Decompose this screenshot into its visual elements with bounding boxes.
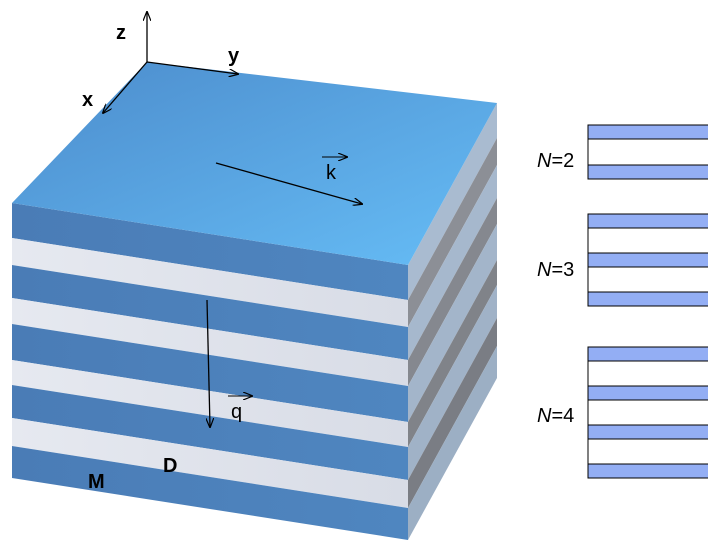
q-vector: q — [207, 299, 252, 427]
stack-metal-strip — [587, 291, 708, 307]
stack-metal-strip — [587, 164, 708, 180]
metal-layer-4 — [12, 385, 408, 480]
x-axis-arrow — [103, 61, 148, 113]
stack-metal-strip — [587, 385, 708, 401]
z-axis-label: z — [116, 22, 126, 44]
stack-label-n3: N=3 — [537, 259, 574, 281]
stack-metal-strip — [587, 346, 708, 362]
dielectric-layer-4 — [12, 418, 408, 508]
dielectric-layer-2 — [12, 298, 408, 386]
stack-metal-strip — [587, 252, 708, 268]
metal-label: M — [88, 471, 105, 493]
dielectric-label: D — [163, 455, 177, 477]
k-label: k — [326, 162, 337, 184]
coordinate-axes: z y x — [82, 12, 240, 113]
y-axis-label: y — [228, 45, 240, 67]
k-vector: k — [215, 157, 362, 204]
y-axis-arrow — [146, 61, 238, 74]
q-label: q — [231, 401, 242, 423]
metal-layer-1 — [12, 203, 408, 300]
q-arrow — [207, 299, 210, 427]
stack-label-n2: N=2 — [537, 150, 574, 172]
stack-n3: N=3 — [537, 213, 708, 307]
metal-layer-2 — [12, 265, 408, 360]
dielectric-layer-1 — [12, 238, 408, 327]
stack-n2: N=2 — [537, 124, 708, 180]
stack-metal-strip — [587, 124, 708, 140]
metal-layer-3 — [12, 324, 408, 422]
metal-layer-5 — [12, 446, 408, 540]
stack-label-n4: N=4 — [537, 405, 574, 427]
k-arrow — [215, 162, 362, 204]
stack-metal-strip — [587, 463, 708, 479]
top-face — [12, 62, 497, 265]
layer-stack-side — [408, 103, 497, 540]
stack-n4: N=4 — [537, 346, 708, 479]
stack-metal-strip — [587, 213, 708, 229]
stack-metal-strip — [587, 424, 708, 440]
x-axis-label: x — [82, 89, 93, 111]
